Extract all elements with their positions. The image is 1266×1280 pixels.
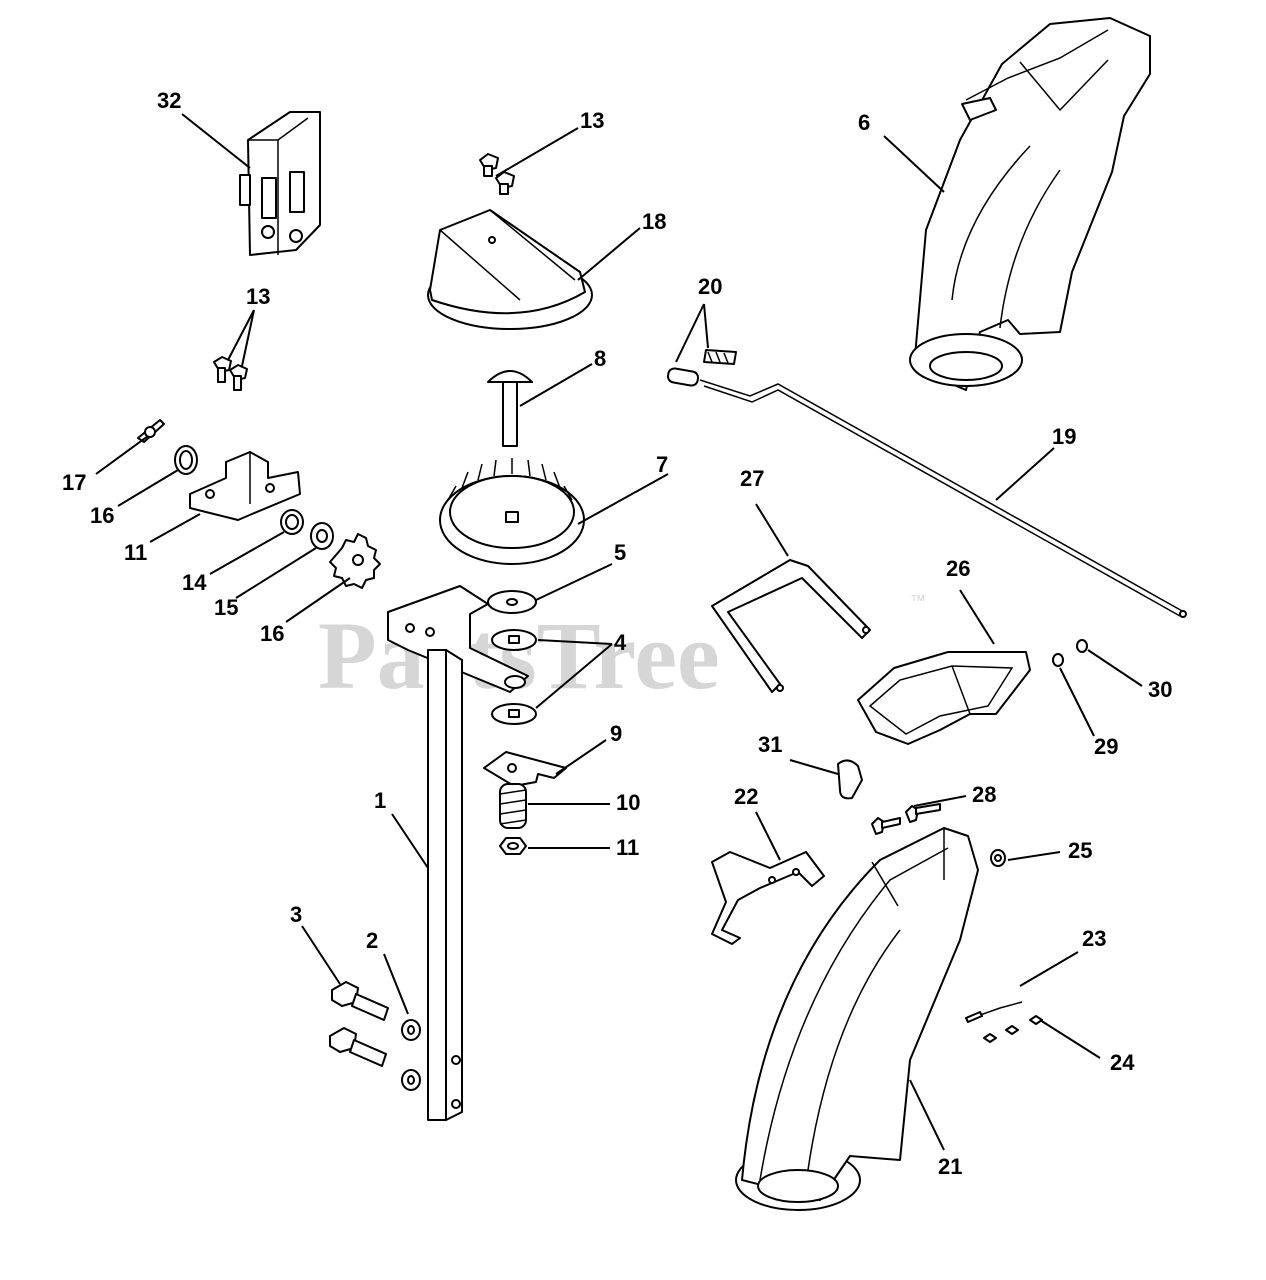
part-24-wire-clip[interactable] [965,1001,1023,1023]
callout-29: 28 [972,782,996,807]
callout-13-upper: 13 [580,108,604,133]
part-30-nut[interactable] [1052,653,1064,667]
part-8-carriage-bolt[interactable] [487,370,533,447]
callout-14: 14 [182,570,207,595]
part-4-washers[interactable] [491,629,537,725]
part-22-lower-chute[interactable] [735,827,979,1211]
callout-16: 16 [260,621,284,646]
part-13-bolts-lower[interactable] [213,356,248,391]
part-11-nut[interactable] [499,837,527,855]
part-19-chute-cap[interactable] [427,209,593,330]
part-17-retaining-ring[interactable] [174,445,198,475]
part-27-deflector[interactable] [857,651,1031,745]
part-6-upper-chute[interactable] [909,17,1151,391]
part-33-switch-bracket[interactable] [239,111,321,256]
callout-23: 22 [734,784,758,809]
part-14-bushing[interactable] [280,509,304,535]
part-3-bolts[interactable] [329,981,389,1067]
callout-22: 21 [938,1154,962,1179]
callout-30: 29 [1094,734,1118,759]
part-18-clip-pin[interactable] [137,419,165,443]
callout-28: 27 [740,466,764,491]
part-20-control-rod[interactable] [699,379,1187,618]
callout-25: 24 [1110,1050,1135,1075]
callout-26: 25 [1068,838,1092,863]
part-13-bolts-upper[interactable] [479,153,515,195]
callout-19: 18 [642,209,666,234]
callout-15: 15 [214,595,238,620]
callout-2: 2 [366,928,378,953]
callout-10: 10 [616,790,640,815]
part-16-pinion-gear[interactable] [329,533,381,589]
callout-13-lower: 13 [246,284,270,309]
part-9-tab-plate[interactable] [483,751,567,787]
part-31-fastener[interactable] [1076,639,1088,653]
callout-3: 3 [290,902,302,927]
callout-4: 4 [614,630,627,655]
part-2-washers[interactable] [401,1019,421,1091]
callout-9: 9 [610,721,622,746]
part-12-bracket[interactable] [189,451,301,521]
part-10-spring[interactable] [499,783,527,829]
callout-27: 26 [946,556,970,581]
part-25-screws[interactable] [983,1015,1043,1043]
callout-17: 16 [90,503,114,528]
part-1-chute-rod-assembly[interactable] [387,585,529,1121]
leader-lines [95,113,1143,1151]
part-21-cable-end[interactable] [666,349,737,387]
callout-11: 11 [616,835,639,860]
callout-33: 32 [157,88,181,113]
part-32-knob[interactable] [837,759,863,800]
callout-8: 8 [594,346,606,371]
callout-6: 6 [858,110,870,135]
callout-24: 23 [1082,926,1106,951]
callout-1: 1 [374,788,386,813]
part-5-washer[interactable] [487,590,537,614]
watermark: PartsTree ™ [318,593,926,709]
part-15-washer[interactable] [310,522,334,550]
callout-labels: 32 13 13 18 8 6 20 7 19 27 26 5 4 17 16 … [62,88,1172,1179]
watermark-trademark: ™ [910,593,926,610]
callout-7: 7 [656,452,668,477]
part-7-ratchet-gear[interactable] [439,458,585,565]
callout-12: 11 [124,540,147,565]
callout-21: 20 [698,274,722,299]
callout-18: 17 [62,470,86,495]
watermark-text: PartsTree [318,602,720,709]
callout-32: 31 [758,732,782,757]
part-29-bolts[interactable] [871,803,941,835]
part-26-nut[interactable] [990,849,1006,867]
part-23-mounting-bracket[interactable] [711,851,825,945]
callout-31: 30 [1148,677,1172,702]
callout-5: 5 [614,540,626,565]
callout-20: 19 [1052,424,1076,449]
part-28-u-bracket[interactable] [711,559,871,693]
